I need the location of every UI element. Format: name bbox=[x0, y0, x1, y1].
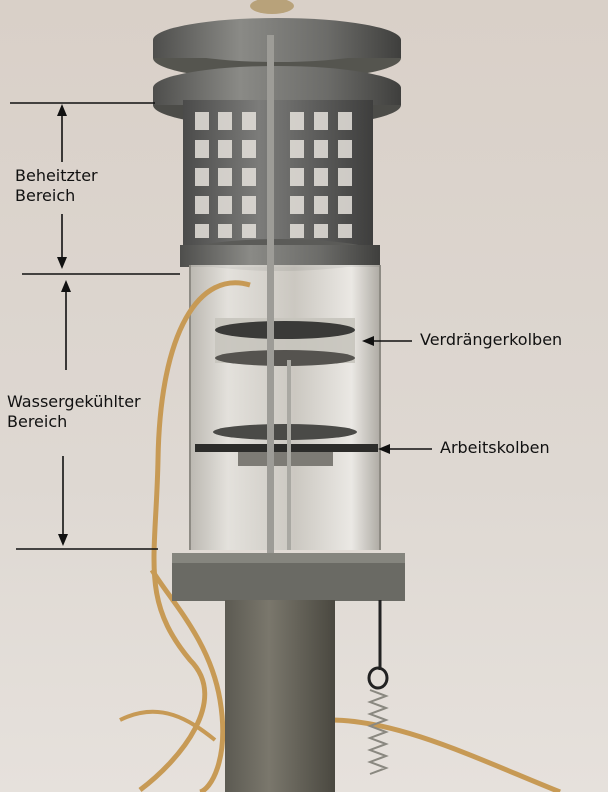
heated-area-label-line2: Bereich bbox=[15, 186, 76, 205]
copper-tubing bbox=[119, 280, 561, 792]
working-piston bbox=[195, 424, 378, 466]
base-plate bbox=[172, 553, 405, 601]
arrow-down-heated bbox=[57, 257, 67, 269]
arrow-work-piston bbox=[378, 444, 390, 454]
center-rod bbox=[267, 35, 274, 555]
spring bbox=[367, 600, 389, 775]
displacer-piston bbox=[215, 318, 355, 366]
stand-post bbox=[225, 600, 335, 792]
arrow-up-heated bbox=[57, 104, 67, 116]
arrow-down-cooled bbox=[58, 534, 68, 546]
top-knob bbox=[250, 0, 294, 14]
heated-area-label-line1: Beheitzter bbox=[15, 166, 98, 185]
arrow-displacer bbox=[362, 336, 374, 346]
cooled-area-label-line1: Wassergekühlter bbox=[7, 392, 141, 411]
work-piston-label: Arbeitskolben bbox=[440, 438, 550, 457]
displacer-piston-label: Verdrängerkolben bbox=[420, 330, 563, 349]
annotations bbox=[10, 102, 432, 550]
arrow-up-cooled bbox=[61, 280, 71, 292]
heater-cage bbox=[183, 100, 373, 250]
glass-cylinder bbox=[189, 265, 381, 550]
cooled-area-label-line2: Bereich bbox=[7, 412, 68, 431]
